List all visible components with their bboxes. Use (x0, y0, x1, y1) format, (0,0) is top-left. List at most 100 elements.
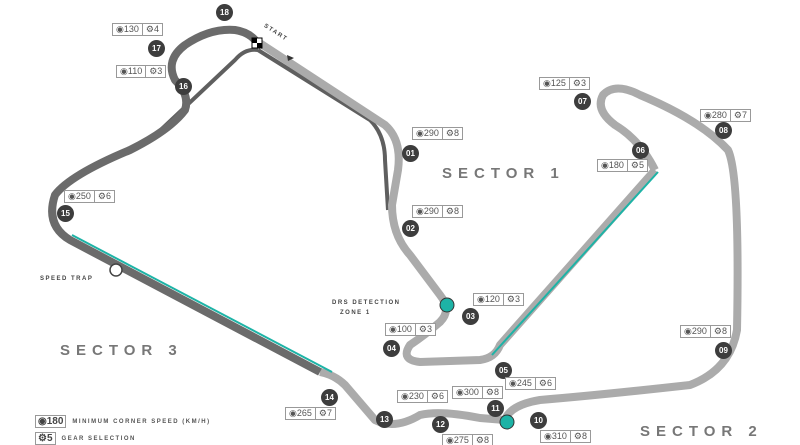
corner-gear-value: 4 (153, 24, 159, 34)
corner-info-12: ◉275⚙8 (442, 434, 493, 445)
corner-gear: ⚙3 (502, 294, 523, 305)
corner-speed-value: 245 (516, 378, 532, 388)
corner-gear-value: 6 (438, 391, 444, 401)
corner-info-17: ◉130⚙4 (112, 23, 163, 36)
corner-speed-value: 300 (463, 387, 479, 397)
corner-speed: ◉250 (68, 191, 91, 201)
corner-gear-value: 3 (426, 324, 432, 334)
corner-gear: ⚙4 (141, 24, 162, 35)
corner-info-01: ◉290⚙8 (412, 127, 463, 140)
corner-gear: ⚙7 (729, 110, 750, 121)
corner-gear: ⚙3 (145, 66, 165, 77)
corner-speed: ◉245 (509, 378, 532, 388)
corner-marker-05: 05 (495, 362, 512, 379)
corner-gear-value: 5 (638, 160, 644, 170)
corner-info-14: ◉265⚙7 (285, 407, 336, 420)
corner-info-15: ◉250⚙6 (64, 190, 115, 203)
corner-gear: ⚙3 (414, 324, 435, 335)
corner-info-08: ◉280⚙7 (700, 109, 751, 122)
drs-detection-point-2-icon (499, 414, 515, 430)
corner-speed: ◉125 (543, 78, 566, 88)
corner-speed-value: 180 (608, 160, 624, 170)
corner-gear-value: 8 (453, 128, 459, 138)
corner-marker-12: 12 (432, 416, 449, 433)
drs-zone-main (71, 234, 333, 373)
sector-1-label: SECTOR 1 (442, 165, 565, 182)
corner-info-03: ◉120⚙3 (473, 293, 524, 306)
corner-speed: ◉310 (544, 431, 567, 441)
corner-speed: ◉130 (116, 24, 139, 34)
corner-info-16: ◉110⚙3 (116, 65, 167, 78)
corner-speed: ◉110 (120, 66, 143, 76)
corner-speed-value: 290 (423, 128, 439, 138)
legend-speed: ◉180 MINIMUM CORNER SPEED (KM/H) (35, 415, 211, 428)
corner-speed-value: 100 (396, 324, 412, 334)
corner-speed: ◉290 (416, 206, 439, 216)
corner-gear: ⚙8 (709, 326, 730, 337)
drs-zone-label: ZONE 1 (340, 310, 371, 316)
corner-gear-value: 8 (581, 431, 587, 441)
corner-marker-04: 04 (383, 340, 400, 357)
corner-marker-08: 08 (715, 122, 732, 139)
corner-speed: ◉300 (456, 387, 479, 397)
corner-info-05: ◉245⚙6 (505, 377, 556, 390)
legend-speed-value: 180 (46, 416, 64, 427)
corner-info-07: ◉125⚙3 (539, 77, 590, 90)
corner-marker-14: 14 (321, 389, 338, 406)
corner-speed: ◉290 (684, 326, 707, 336)
corner-speed-value: 120 (484, 294, 500, 304)
corner-speed: ◉230 (401, 391, 424, 401)
corner-speed-value: 290 (691, 326, 707, 336)
corner-marker-13: 13 (376, 411, 393, 428)
corner-gear-value: 7 (741, 110, 747, 120)
corner-speed-value: 110 (127, 66, 143, 76)
corner-gear: ⚙8 (569, 431, 590, 442)
corner-speed: ◉275 (446, 435, 469, 445)
sector-2-label: SECTOR 2 (640, 423, 763, 440)
corner-speed: ◉280 (704, 110, 727, 120)
corner-speed-value: 250 (75, 191, 91, 201)
corner-info-10: ◉310⚙8 (540, 430, 591, 443)
corner-marker-01: 01 (402, 145, 419, 162)
corner-speed-value: 130 (123, 24, 139, 34)
corner-marker-16: 16 (175, 78, 192, 95)
corner-info-11: ◉300⚙8 (452, 386, 503, 399)
corner-marker-03: 03 (462, 308, 479, 325)
track-sector-1 (252, 36, 658, 366)
corner-marker-02: 02 (402, 220, 419, 237)
legend-gear: ⚙5 GEAR SELECTION (35, 432, 136, 445)
corner-speed-value: 310 (551, 431, 567, 441)
drs-detection-point-icon (439, 297, 455, 313)
inner-loop-track (148, 47, 390, 211)
speed-trap-icon (109, 263, 123, 277)
corner-info-09: ◉290⚙8 (680, 325, 731, 338)
corner-marker-10: 10 (530, 412, 547, 429)
corner-gear: ⚙6 (93, 191, 114, 202)
corner-gear-value: 3 (157, 66, 163, 76)
start-flag-icon (251, 37, 263, 49)
drs-zone-back (491, 171, 659, 356)
speed-trap-label: SPEED TRAP (40, 276, 94, 282)
corner-gear-value: 6 (105, 191, 111, 201)
legend-speed-label: MINIMUM CORNER SPEED (KM/H) (72, 418, 211, 425)
corner-marker-15: 15 (57, 205, 74, 222)
corner-gear-value: 8 (453, 206, 459, 216)
corner-gear: ⚙6 (426, 391, 447, 402)
corner-gear-value: 8 (493, 387, 499, 397)
corner-marker-09: 09 (715, 342, 732, 359)
track-sector-3 (48, 25, 322, 376)
corner-speed: ◉100 (389, 324, 412, 334)
corner-marker-18: 18 (216, 4, 233, 21)
corner-speed: ◉120 (477, 294, 500, 304)
corner-gear: ⚙6 (534, 378, 555, 389)
start-arrow-icon (287, 55, 294, 61)
corner-gear: ⚙7 (314, 408, 335, 419)
legend-gear-value: 5 (46, 433, 53, 444)
corner-speed-value: 290 (423, 206, 439, 216)
corner-speed-value: 265 (296, 408, 312, 418)
legend-gear-label: GEAR SELECTION (61, 435, 136, 442)
drs-detection-label: DRS DETECTION (332, 300, 401, 306)
corner-marker-07: 07 (574, 93, 591, 110)
corner-speed-value: 125 (550, 78, 566, 88)
